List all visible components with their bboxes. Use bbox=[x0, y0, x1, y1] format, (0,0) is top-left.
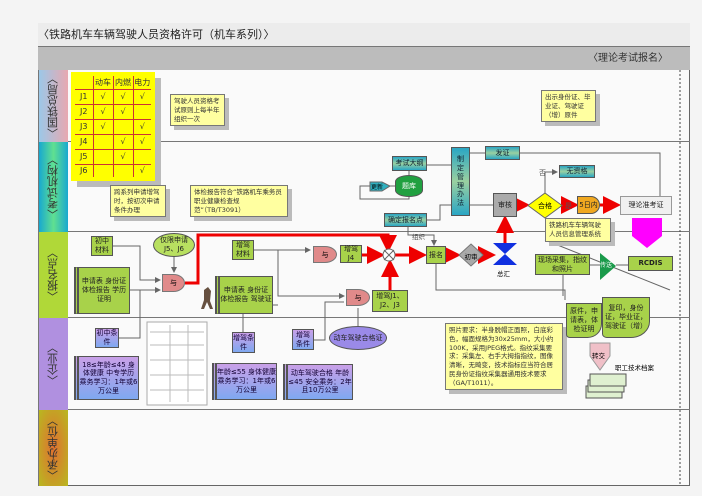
condition-2: 年龄≤55 身体健康 乘务学习：1年或6万公里 bbox=[212, 363, 277, 400]
diagram-title: 〈铁路机车车辆驾驶人员资格许可（机车系列）〉 bbox=[38, 23, 690, 47]
emu-cert-node: 动车驾驶合格证 bbox=[329, 326, 387, 350]
j5-j6-only-node: 仅限申请J5、J6 bbox=[153, 233, 195, 257]
handover-label: 转交 bbox=[592, 352, 605, 360]
note-system: 铁路机车车辆驾驶人员信息管理系统 bbox=[545, 218, 611, 242]
summary-label: 总汇 bbox=[497, 270, 510, 278]
condition-3: 动车驾驶合格 年龄≤45 安全乘务：2年且10万公里 bbox=[283, 364, 353, 400]
register-node: 报名 bbox=[426, 246, 446, 264]
condition-1: 18≤年龄≤45 身体健康 中专学历 乘务学习：1年或6万公里 bbox=[74, 356, 139, 400]
onsite-capture-node: 现场采集，指纹和照片 bbox=[535, 254, 590, 275]
note-id: 出示身份证、毕业证、驾驶证（增）原件 bbox=[541, 90, 596, 123]
person-icon bbox=[201, 287, 213, 309]
syllabus-node: 考试大纲 bbox=[392, 156, 427, 171]
management-rules-node: 制定管理办法 bbox=[451, 147, 470, 216]
and-gate: 与 bbox=[346, 289, 370, 306]
note-photo: 照片要求：半身脱帽正面照，白底彩色，幅面规格为30x25mm，大小约100K，采… bbox=[445, 323, 563, 391]
organize-label: 组织 bbox=[412, 233, 425, 241]
yes-label: 是 bbox=[565, 202, 572, 210]
note-exam-frequency: 驾驶人员资格考试原则上每半年组织一次 bbox=[170, 94, 225, 127]
pass-label: 合格 bbox=[538, 202, 552, 210]
admission-ticket-node: 理论准考证 bbox=[620, 196, 672, 215]
transmit-triangle bbox=[600, 253, 616, 280]
update-shape bbox=[369, 181, 392, 192]
rcdis-node: RCDIS bbox=[628, 256, 673, 271]
additional-material-node: 增驾材料 bbox=[232, 240, 254, 260]
additional-condition-node: 增驾条件 bbox=[232, 332, 255, 353]
lane-ministry bbox=[38, 70, 690, 142]
prescreen-label: 初审 bbox=[464, 253, 478, 261]
and-gate: 与 bbox=[162, 274, 185, 292]
original-docs-node: 原件，申请表，体检证明 bbox=[566, 303, 602, 338]
tech-archive-label: 职工技术档案 bbox=[615, 364, 654, 372]
additional-condition-node: 增驾条件 bbox=[292, 329, 314, 350]
junior-condition-node: 初中条件 bbox=[95, 328, 119, 348]
confirm-site-node: 确定报名点 bbox=[384, 213, 427, 227]
lane-exam bbox=[38, 142, 690, 232]
section-title: 〈理论考试报名〉 bbox=[38, 47, 690, 70]
and-gate: 与 bbox=[313, 246, 337, 263]
vehicle-type-table: 动车内燃电力 J1√√√ J2√√ J3√√ J4√√ J5√ J6√ bbox=[71, 72, 155, 181]
additional-j4-node: 增驾J4 bbox=[340, 245, 362, 263]
prescreen-diamond bbox=[458, 243, 484, 267]
lane-enterprise bbox=[38, 318, 690, 410]
lane-registration bbox=[38, 232, 690, 318]
no-qualification-node: 无资格 bbox=[559, 165, 595, 178]
note-health: 体检报告符合“铁路机车乘务员职业健康检查规范”（TB/T3091） bbox=[190, 185, 288, 218]
note-cross-series: 跨系列申请增驾时，按初次申请条件办理 bbox=[110, 185, 166, 218]
certificate-pentagon bbox=[632, 218, 662, 248]
question-bank-node: 题库 bbox=[395, 175, 423, 197]
review-node: 审核 bbox=[493, 193, 517, 217]
additional-j123-node: 增驾J1、J2、J3 bbox=[372, 290, 408, 312]
application-docs-1: 申请表 身份证 体检报告 学历证明 bbox=[74, 267, 130, 314]
application-docs-2: 申请表 身份证 体检报告 驾驶证 bbox=[215, 276, 273, 314]
no-label: 否 bbox=[539, 169, 546, 177]
summary-bowtie bbox=[493, 243, 517, 265]
handover-arrow bbox=[589, 342, 611, 371]
junior-material-node: 初中材料 bbox=[91, 236, 113, 256]
copy-docs-node: 复印，身份证，毕业证，驾驶证（增） bbox=[602, 297, 650, 338]
issue-cert-node: 发证 bbox=[485, 146, 520, 160]
form-image bbox=[146, 321, 208, 406]
five-days-node: 5日内 bbox=[577, 196, 600, 214]
update-label: 更新 bbox=[371, 184, 384, 191]
transmit-label: 传送 bbox=[600, 262, 613, 269]
